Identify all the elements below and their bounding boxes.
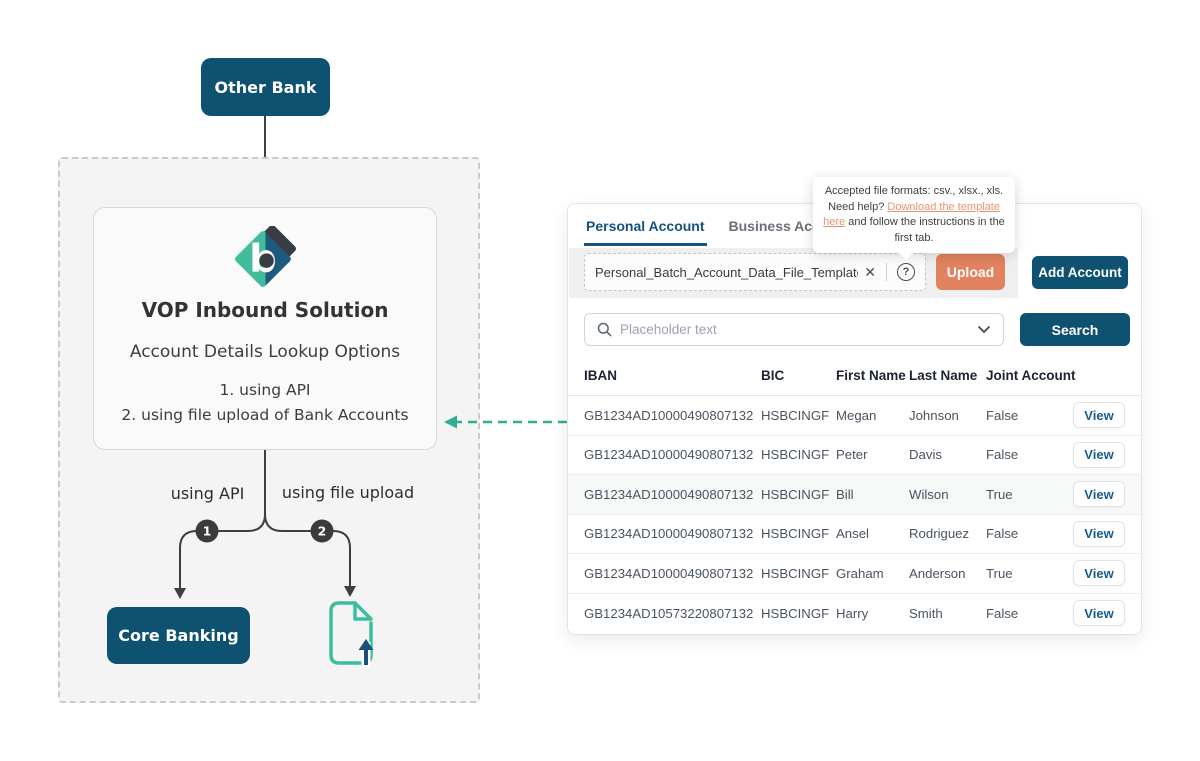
cell-iban: GB1234AD10000490807132 <box>584 565 754 581</box>
view-button[interactable]: View <box>1073 600 1125 627</box>
cell-last-name: Johnson <box>909 407 959 423</box>
option-using-api: 1. using API <box>219 381 311 399</box>
other-bank-node: Other Bank <box>201 58 330 116</box>
cell-first-name: Harry <box>836 605 869 621</box>
add-account-button[interactable]: Add Account <box>1032 256 1128 289</box>
option-file-upload: 2. using file upload of Bank Accounts <box>121 406 409 424</box>
cell-iban: GB1234AD10000490807132 <box>584 526 754 542</box>
cell-last-name: Rodriguez <box>909 526 970 542</box>
badge-circle-1 <box>195 519 219 543</box>
cell-last-name: Davis <box>909 447 942 463</box>
solution-card: b VOP Inbound Solution Account Details L… <box>93 207 437 450</box>
cell-first-name: Megan <box>836 407 877 423</box>
uploaded-filename: Personal_Batch_Account_Data_File_Templat… <box>595 264 859 280</box>
arrowhead-core-banking <box>174 588 186 599</box>
view-button[interactable]: View <box>1073 520 1125 547</box>
search-input[interactable] <box>620 322 969 337</box>
cell-bic: HSBCINGF <box>761 407 830 423</box>
cell-iban: GB1234AD10000490807132 <box>584 486 754 502</box>
cell-iban: GB1234AD10000490807132 <box>584 407 754 423</box>
table-row: GB1234AD10573220807132 HSBCINGF Harry Sm… <box>568 594 1141 634</box>
help-icon[interactable]: ? <box>897 263 915 281</box>
cell-first-name: Bill <box>836 486 854 502</box>
cell-joint-account: False <box>986 526 1019 542</box>
badge-number-1: 1 <box>203 524 212 539</box>
cell-first-name: Peter <box>836 447 868 463</box>
vop-logo-icon: b <box>235 226 296 287</box>
tooltip-line2-suffix: and follow the instructions in the first… <box>848 216 1005 244</box>
table-row: GB1234AD10000490807132 HSBCINGF Peter Da… <box>568 436 1141 475</box>
search-field[interactable] <box>584 313 1004 346</box>
account-panel: Personal Account Business Account Person… <box>567 203 1142 635</box>
search-button[interactable]: Search <box>1020 313 1130 346</box>
solution-options: 1. using API 2. using file upload of Ban… <box>121 378 408 428</box>
cell-bic: HSBCINGF <box>761 447 830 463</box>
close-icon[interactable]: ✕ <box>864 263 876 280</box>
table-row: GB1234AD10000490807132 HSBCINGF Graham A… <box>568 554 1141 594</box>
cell-bic: HSBCINGF <box>761 565 830 581</box>
view-button[interactable]: View <box>1073 402 1125 429</box>
file-upload-box: Personal_Batch_Account_Data_File_Templat… <box>584 253 926 291</box>
badge-number-2: 2 <box>318 524 327 539</box>
cell-bic: HSBCINGF <box>761 526 830 542</box>
table-row: GB1234AD10000490807132 HSBCINGF Megan Jo… <box>568 396 1141 436</box>
tooltip-line2-prefix: Need help? <box>828 200 885 213</box>
cell-iban: GB1234AD10573220807132 <box>584 605 754 621</box>
tab-bar: Personal Account Business Account <box>584 204 852 246</box>
cell-joint-account: False <box>986 605 1019 621</box>
core-banking-node: Core Banking <box>107 607 250 664</box>
view-button[interactable]: View <box>1073 481 1125 508</box>
solution-subtitle: Account Details Lookup Options <box>129 342 401 362</box>
tab-personal-account[interactable]: Personal Account <box>584 204 707 246</box>
tooltip-line1: Accepted file formats: csv., xlsx., xls. <box>824 185 1004 197</box>
cell-last-name: Wilson <box>909 486 949 502</box>
search-icon <box>597 322 612 337</box>
cell-last-name: Anderson <box>909 565 966 581</box>
column-header-iban: IBAN <box>584 368 617 383</box>
cell-first-name: Ansel <box>836 526 869 542</box>
cell-bic: HSBCINGF <box>761 486 830 502</box>
column-header-first-name: First Name <box>836 368 906 383</box>
cell-bic: HSBCINGF <box>761 605 830 621</box>
solution-title: VOP Inbound Solution <box>141 298 389 322</box>
upload-button[interactable]: Upload <box>936 254 1005 290</box>
branch-label-api: using API <box>170 484 245 503</box>
dashed-link-arrow <box>444 415 567 429</box>
file-upload-icon <box>329 601 374 667</box>
column-header-last-name: Last Name <box>909 368 978 383</box>
branch-connectors: 1 2 <box>174 450 356 599</box>
table-header: IBAN BIC First Name Last Name Joint Acco… <box>568 356 1141 396</box>
table-row: GB1234AD10000490807132 HSBCINGF Ansel Ro… <box>568 515 1141 554</box>
badge-circle-2 <box>310 519 334 543</box>
cell-joint-account: True <box>986 565 1013 581</box>
view-button[interactable]: View <box>1073 560 1125 587</box>
cell-iban: GB1234AD10000490807132 <box>584 447 754 463</box>
divider <box>886 263 887 281</box>
help-tooltip: Accepted file formats: csv., xlsx., xls.… <box>813 177 1015 261</box>
arrowhead-file-upload <box>344 586 356 597</box>
column-header-joint-account: Joint Account <box>986 368 1076 383</box>
column-header-bic: BIC <box>761 368 785 383</box>
view-button[interactable]: View <box>1073 441 1125 468</box>
table-row: GB1234AD10000490807132 HSBCINGF Bill Wil… <box>568 475 1141 515</box>
branch-label-file-upload: using file upload <box>281 483 415 502</box>
cell-joint-account: False <box>986 447 1019 463</box>
cell-first-name: Graham <box>836 565 884 581</box>
cell-joint-account: True <box>986 486 1013 502</box>
table-body: GB1234AD10000490807132 HSBCINGF Megan Jo… <box>568 396 1141 633</box>
chevron-down-icon[interactable] <box>977 325 991 334</box>
cell-last-name: Smith <box>909 605 943 621</box>
download-template-link[interactable]: Download the template here <box>823 200 1000 229</box>
cell-joint-account: False <box>986 407 1019 423</box>
